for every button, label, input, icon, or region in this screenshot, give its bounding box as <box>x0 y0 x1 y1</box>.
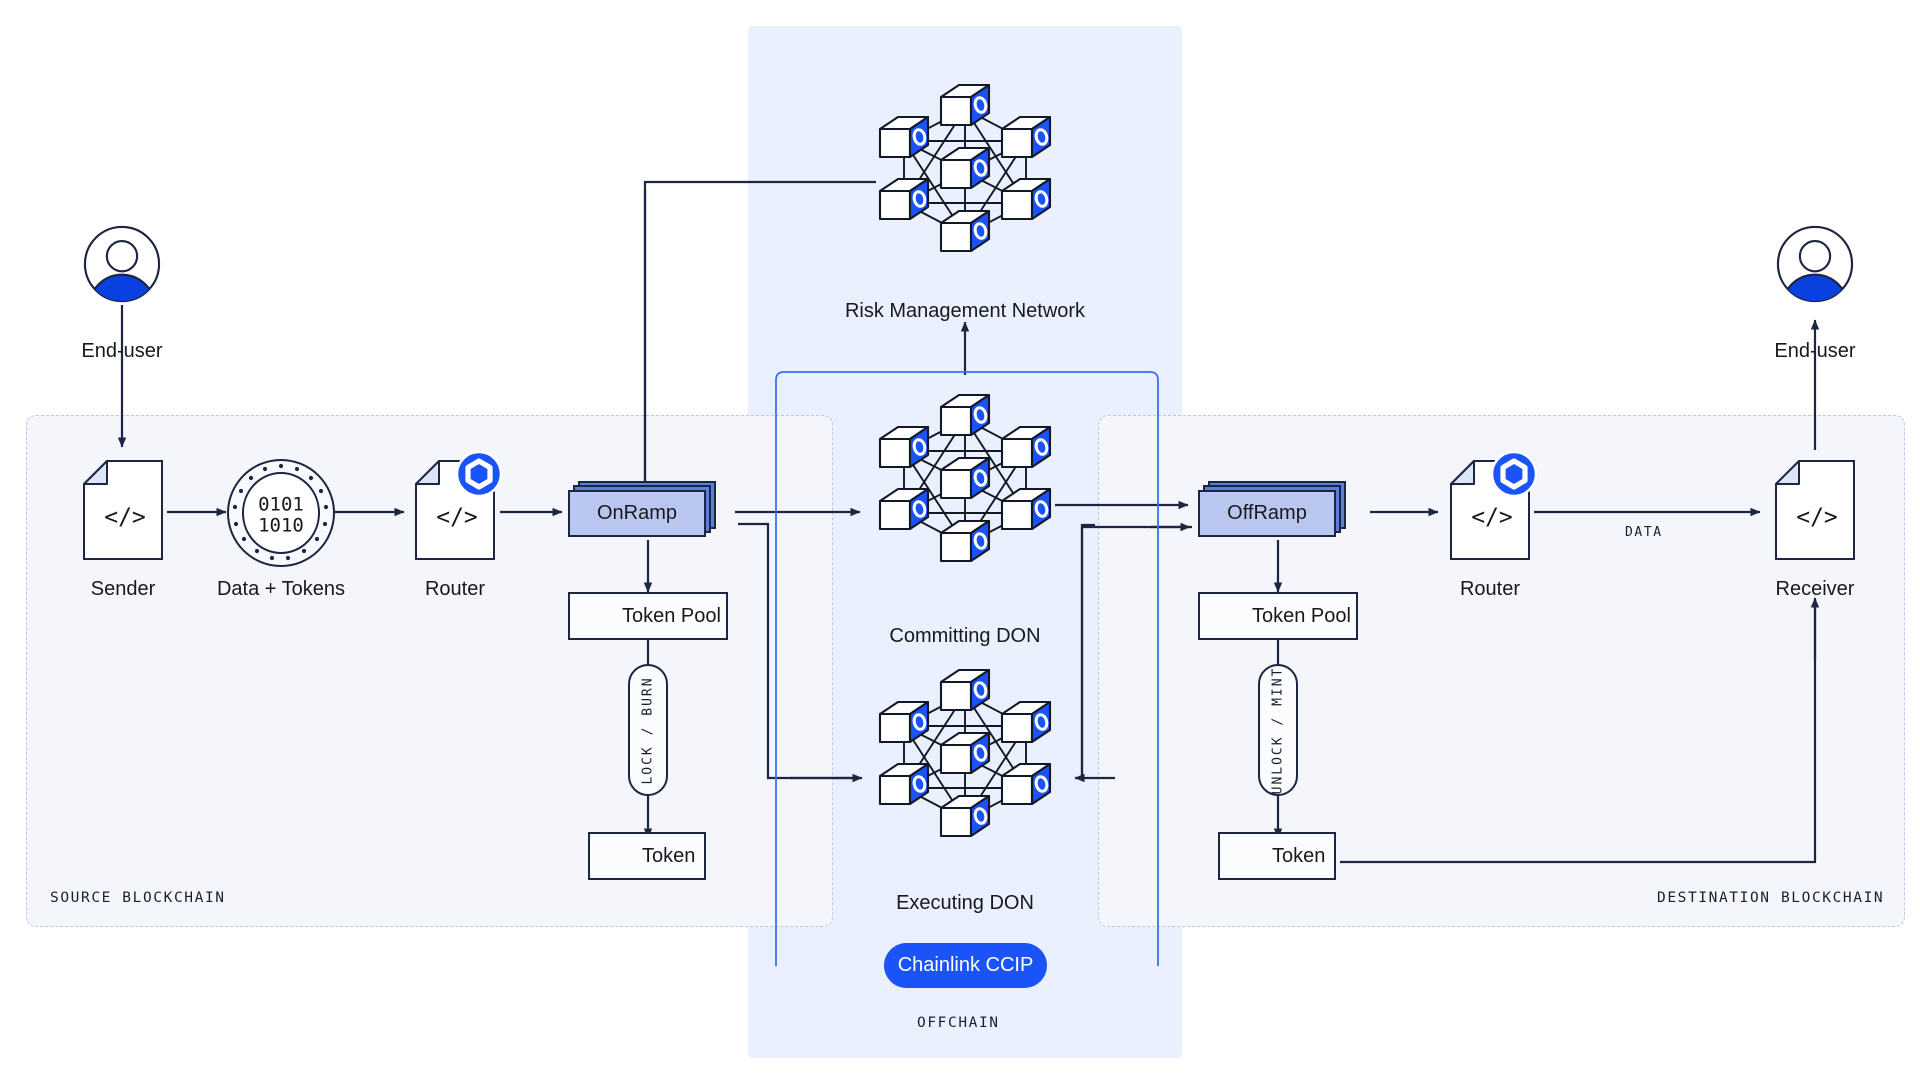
token-dest[interactable]: Token <box>1218 832 1336 880</box>
data-tokens-label: Data + Tokens <box>216 578 346 600</box>
receiver-label: Receiver <box>1775 578 1855 600</box>
don-network-icon <box>880 670 1050 836</box>
don-network-icon <box>880 85 1050 251</box>
edge-onramp-to-rmn <box>643 180 876 505</box>
onramp-node[interactable]: OnRamp <box>568 481 716 539</box>
edge-onramp-to-executing <box>738 522 855 780</box>
edge-token-to-receiver <box>1340 600 1817 864</box>
offramp-node[interactable]: OffRamp <box>1198 481 1346 539</box>
code-document-icon <box>83 460 163 560</box>
lock-burn-pill: LOCK / BURN <box>628 664 668 796</box>
token-pool-source[interactable]: Token Pool <box>568 592 728 640</box>
executing-don-label: Executing DON <box>896 892 1034 914</box>
don-network-icon <box>880 395 1050 561</box>
edge-executing-path <box>1080 525 1192 778</box>
lock-burn-label: LOCK / BURN <box>640 675 656 785</box>
unlock-mint-pill: UNLOCK / MINT <box>1258 664 1298 796</box>
committing-don-label: Committing DON <box>889 625 1041 647</box>
token-pool-source-label: Token Pool <box>622 604 721 627</box>
end-user-right-label: End-user <box>1774 340 1856 362</box>
onramp-label: OnRamp <box>568 490 706 537</box>
chainlink-hexagon-icon <box>1492 452 1536 496</box>
token-dest-label: Token <box>1272 844 1326 867</box>
chainlink-hexagon-icon <box>457 452 501 496</box>
token-pool-dest[interactable]: Token Pool <box>1198 592 1358 640</box>
router-dest-label: Router <box>1459 578 1521 600</box>
token-source-label: Token <box>642 844 696 867</box>
source-blockchain-label: SOURCE BLOCKCHAIN <box>50 890 226 906</box>
destination-blockchain-label: DESTINATION BLOCKCHAIN <box>1657 890 1885 906</box>
chainlink-ccip-label: Chainlink CCIP <box>897 954 1034 976</box>
rmn-label: Risk Management Network <box>844 300 1086 322</box>
offchain-label: OFFCHAIN <box>917 1015 1000 1031</box>
unlock-mint-label: UNLOCK / MINT <box>1270 666 1286 794</box>
router-source-label: Router <box>424 578 486 600</box>
chainlink-ccip-button[interactable]: Chainlink CCIP <box>884 943 1047 988</box>
code-document-icon <box>1775 460 1855 560</box>
data-edge-label: DATA <box>1625 525 1663 540</box>
sender-label: Sender <box>90 578 156 600</box>
ccip-bracket <box>775 371 1159 966</box>
token-pool-dest-label: Token Pool <box>1252 604 1351 627</box>
end-user-left-label: End-user <box>81 340 163 362</box>
offramp-label: OffRamp <box>1198 490 1336 537</box>
binary-disc-icon <box>227 459 335 567</box>
token-source[interactable]: Token <box>588 832 706 880</box>
